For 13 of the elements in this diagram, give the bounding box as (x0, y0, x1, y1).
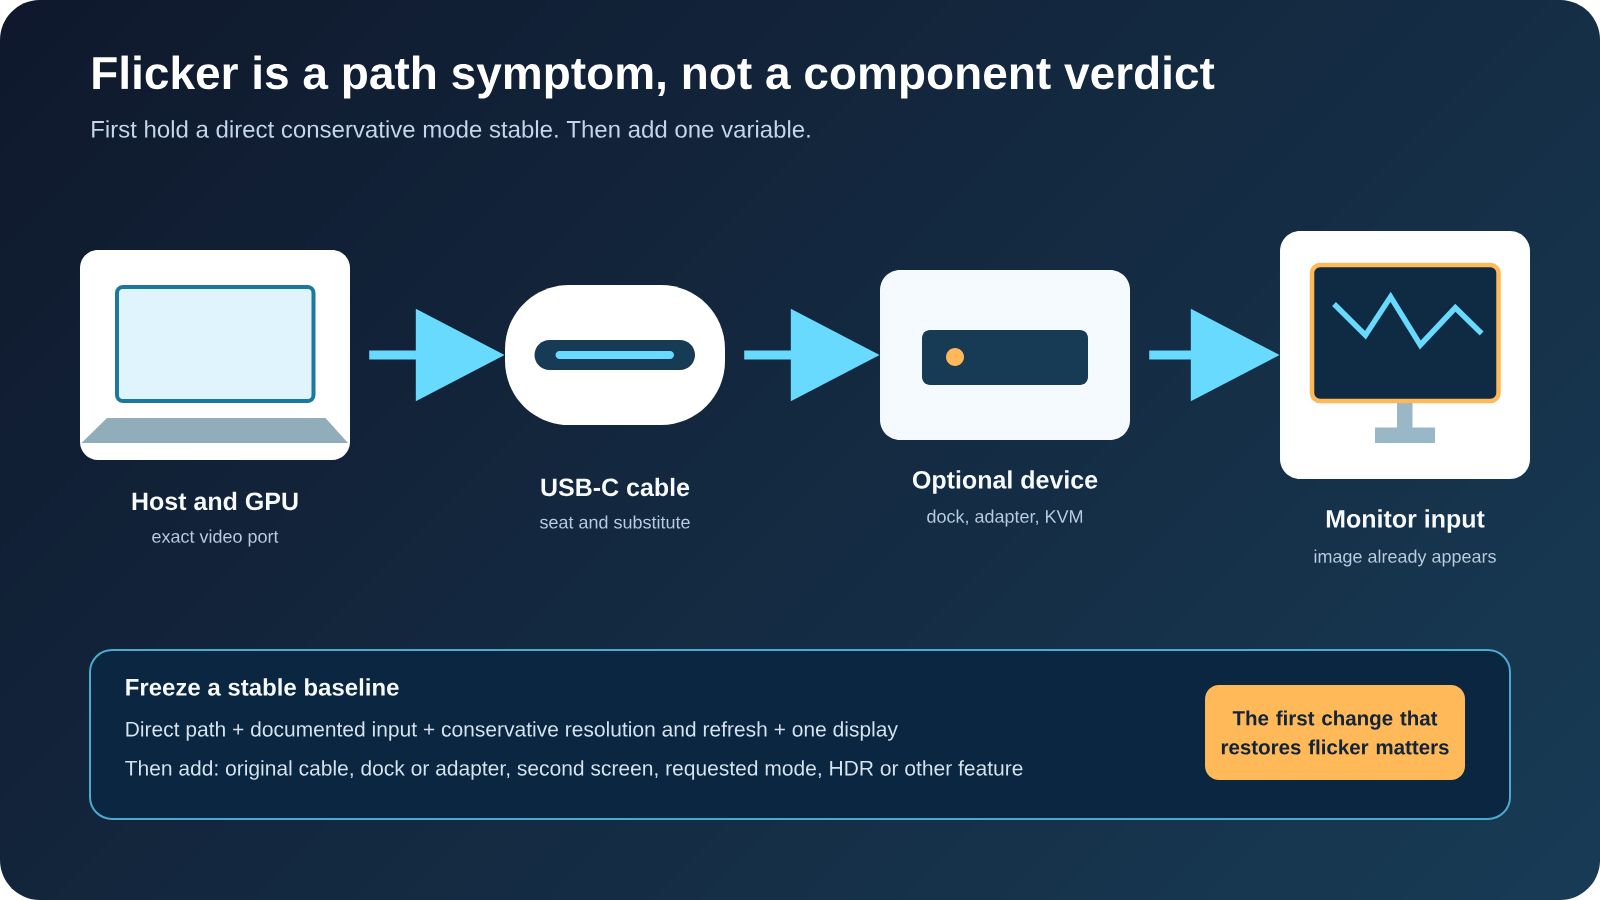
body-text: Then add: original cable, dock or adapter, second screen, requested mode, HDR or other feature (125, 760, 1023, 780)
node-caption: dock, adapter, KVM (927, 509, 1083, 527)
node-caption: image already appears (1314, 549, 1496, 567)
node-title: Optional device (912, 470, 1098, 494)
node-title: Monitor input (1326, 509, 1485, 533)
node-caption: exact video port (152, 529, 279, 547)
body-text: Direct path + documented input + conservative resolution and refresh + one display (126, 721, 898, 741)
node-title: USB-C cable (541, 477, 690, 497)
node-caption: seat and substitute (539, 515, 690, 529)
panel-heading: Freeze a stable baseline (126, 678, 399, 696)
node-title: Host and GPU (132, 491, 298, 511)
subtitle: First hold a direct conservative mode stable. Then add one variable. (92, 120, 810, 138)
title: Flicker is a path symptom, not a component verdict (93, 55, 1215, 99)
